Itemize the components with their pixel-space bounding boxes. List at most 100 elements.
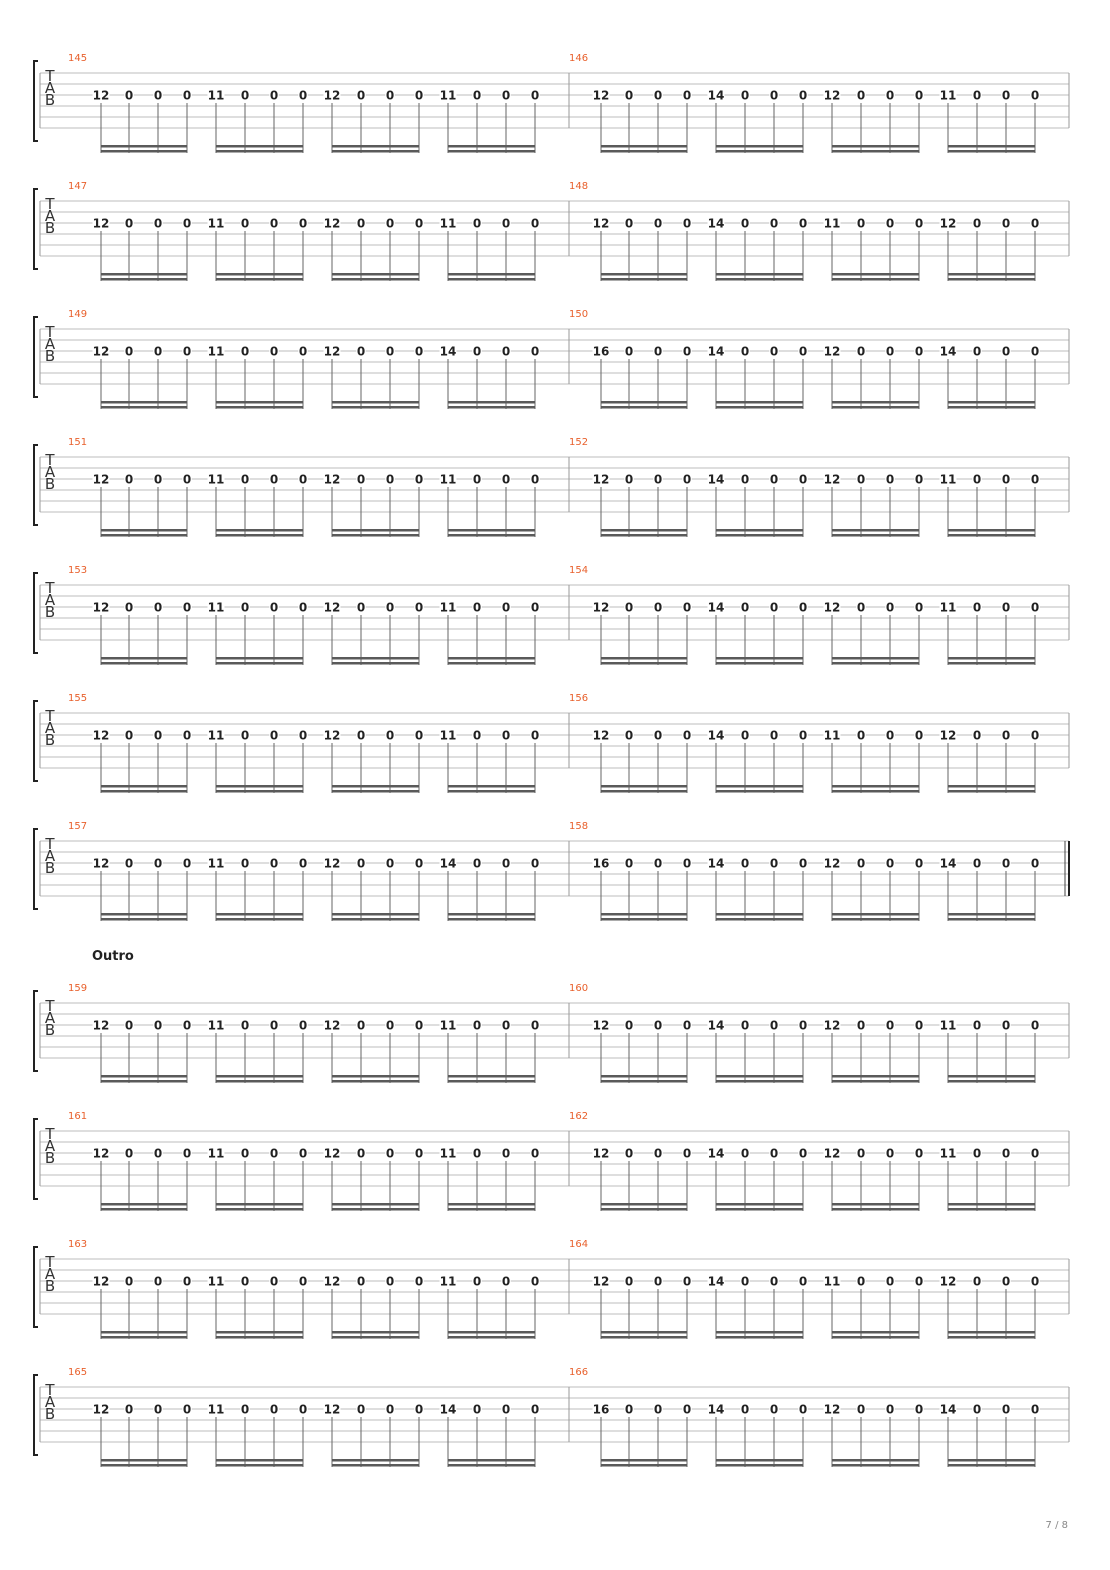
beam [832,401,919,404]
beam [716,406,803,409]
fret-backdrop [298,88,308,102]
fret-number: 0 [625,89,633,103]
fret-number: 0 [654,89,662,103]
fret-number: 0 [154,473,162,487]
fret-number: 0 [625,857,633,871]
system-bracket [33,828,38,910]
fret-backdrop [414,1274,424,1288]
fret-backdrop [385,344,395,358]
fret-backdrop [592,600,610,614]
fret-number: 0 [625,473,633,487]
beam [216,790,303,793]
fret-number: 0 [799,473,807,487]
fret-backdrop [501,344,511,358]
fret-backdrop [385,472,395,486]
fret-backdrop [798,472,808,486]
fret-backdrop [624,472,634,486]
tab-clef-letter: T [44,997,55,1015]
fret-backdrop [182,472,192,486]
beam [101,1080,187,1083]
fret-backdrop [856,88,866,102]
fret-backdrop [298,216,308,230]
fret-number: 0 [154,729,162,743]
fret-number: 0 [241,89,249,103]
beam [601,278,687,281]
fret-backdrop [207,600,225,614]
beam [448,1464,535,1467]
measure-number: 165 [68,1367,87,1378]
fret-number: 0 [241,217,249,231]
fret-backdrop [207,88,225,102]
fret-number: 0 [1031,1019,1039,1033]
measure-number: 148 [569,181,588,192]
fret-number: 12 [93,1019,110,1033]
fret-backdrop [798,856,808,870]
fret-backdrop [439,1146,457,1160]
beam [216,1336,303,1339]
fret-number: 0 [1031,345,1039,359]
fret-number: 0 [241,1147,249,1161]
system-bracket [33,700,38,782]
fret-backdrop [124,856,134,870]
fret-number: 0 [415,1019,423,1033]
fret-backdrop [240,600,250,614]
beam [716,1208,803,1211]
fret-backdrop [92,728,110,742]
fret-number: 0 [386,601,394,615]
fret-backdrop [269,472,279,486]
fret-backdrop [798,728,808,742]
fret-number: 0 [654,729,662,743]
fret-number: 12 [324,1019,341,1033]
fret-number: 0 [857,1147,865,1161]
measure-number: 153 [68,565,87,576]
beam [448,657,535,660]
beam [332,1459,419,1462]
beam [101,1331,187,1334]
fret-backdrop [385,216,395,230]
beam [601,1203,687,1206]
fret-backdrop [501,1402,511,1416]
beam [948,406,1035,409]
fret-number: 0 [886,89,894,103]
fret-number: 0 [125,345,133,359]
fret-number: 0 [386,217,394,231]
fret-number: 0 [154,1147,162,1161]
fret-backdrop [972,472,982,486]
fret-number: 14 [440,857,457,871]
fret-number: 0 [415,729,423,743]
measure-number: 166 [569,1367,588,1378]
fret-number: 0 [799,601,807,615]
beam [332,1331,419,1334]
fret-backdrop [385,856,395,870]
fret-backdrop [182,216,192,230]
fret-number: 0 [502,217,510,231]
fret-backdrop [707,1402,725,1416]
fret-backdrop [885,216,895,230]
fret-backdrop [939,1146,957,1160]
fret-number: 0 [1002,729,1010,743]
beam [832,273,919,276]
fret-backdrop [414,344,424,358]
fret-number: 11 [824,217,841,231]
fret-backdrop [92,1274,110,1288]
fret-backdrop [182,1274,192,1288]
fret-backdrop [653,1146,663,1160]
fret-backdrop [682,600,692,614]
measure-number: 145 [68,53,87,64]
beam [601,534,687,537]
fret-number: 0 [473,857,481,871]
beam [448,918,535,921]
fret-backdrop [501,472,511,486]
beam [832,1075,919,1078]
beam [601,529,687,532]
fret-backdrop [240,1274,250,1288]
beam [332,1203,419,1206]
fret-backdrop [914,856,924,870]
fret-number: 0 [386,857,394,871]
beam [216,913,303,916]
fret-number: 0 [625,345,633,359]
fret-backdrop [1001,856,1011,870]
fret-backdrop [624,1402,634,1416]
fret-backdrop [182,728,192,742]
beam [216,1075,303,1078]
